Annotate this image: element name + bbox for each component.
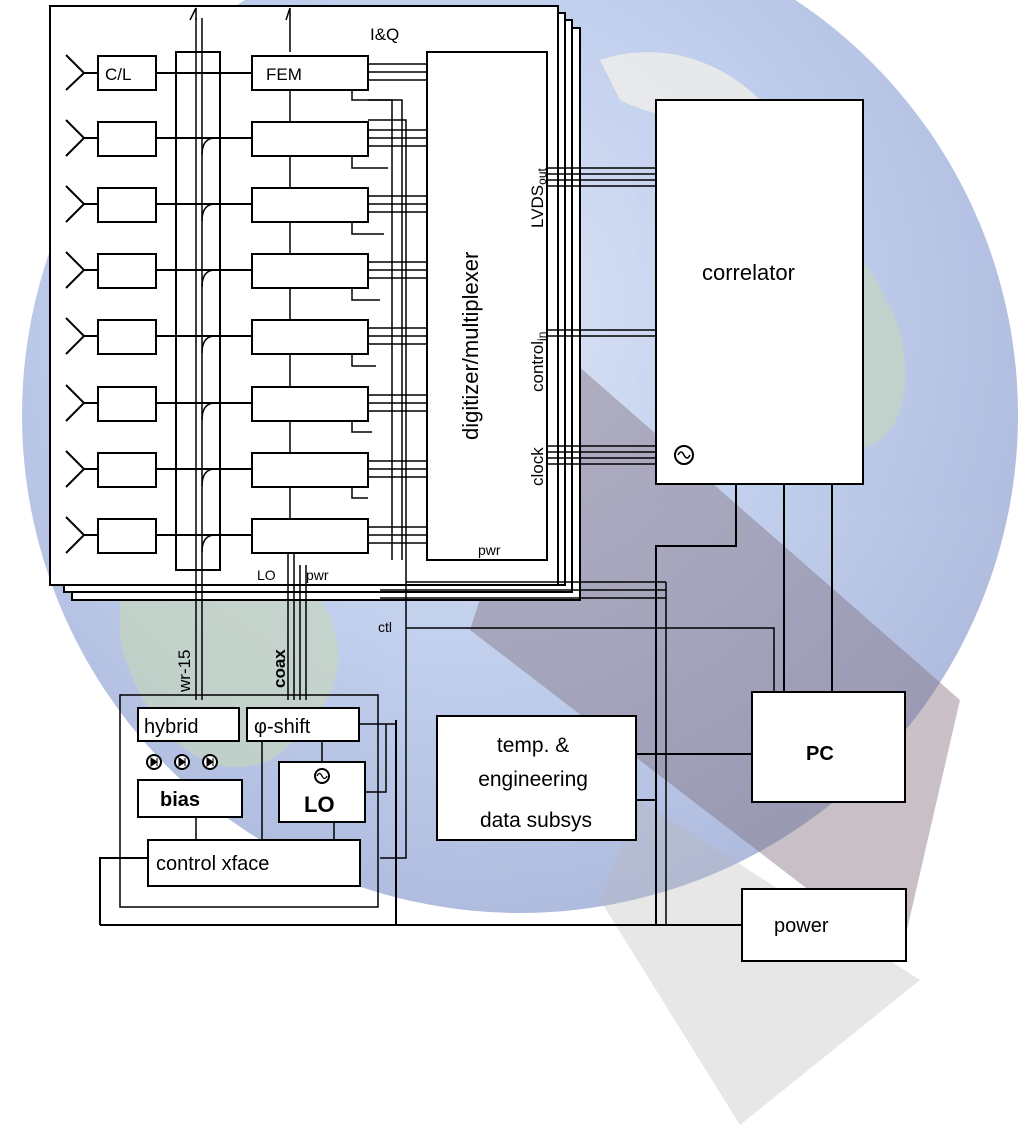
- wr15-label: wr-15: [175, 649, 194, 693]
- diode-icon: [147, 755, 161, 769]
- sine-wave-icon: [675, 446, 693, 464]
- diode-icon: [175, 755, 189, 769]
- coax-label: coax: [270, 649, 289, 688]
- control-xface-label: control xface: [156, 853, 269, 875]
- lo-bus-label: LO: [257, 567, 276, 583]
- digitizer-label: digitizer/multiplexer: [458, 252, 483, 440]
- sine-wave-icon: [315, 769, 329, 783]
- digitizer-pwr-label: pwr: [478, 542, 501, 558]
- phi-shift-label: φ-shift: [254, 716, 311, 738]
- pc-label: PC: [806, 743, 834, 765]
- fem-box: [252, 188, 368, 222]
- clock-label: clock: [528, 447, 547, 486]
- pwr-bus-label: pwr: [306, 567, 329, 583]
- lo-label: LO: [304, 792, 335, 817]
- cl-label: C/L: [105, 65, 131, 84]
- correlator-label: correlator: [702, 260, 795, 285]
- fem-box: [252, 320, 368, 354]
- power-label: power: [774, 915, 829, 937]
- correlator-box: [656, 100, 863, 484]
- fem-box: [252, 519, 368, 553]
- fem-box: [252, 122, 368, 156]
- fem-box: [252, 254, 368, 288]
- fem-label: FEM: [266, 65, 302, 84]
- fem-box: [252, 387, 368, 421]
- fem-box: [252, 453, 368, 487]
- bias-label: bias: [160, 789, 200, 811]
- iq-label: I&Q: [370, 25, 399, 44]
- diode-icon: [203, 755, 217, 769]
- hybrid-label: hybrid: [144, 716, 198, 738]
- ctl-label: ctl: [378, 619, 392, 635]
